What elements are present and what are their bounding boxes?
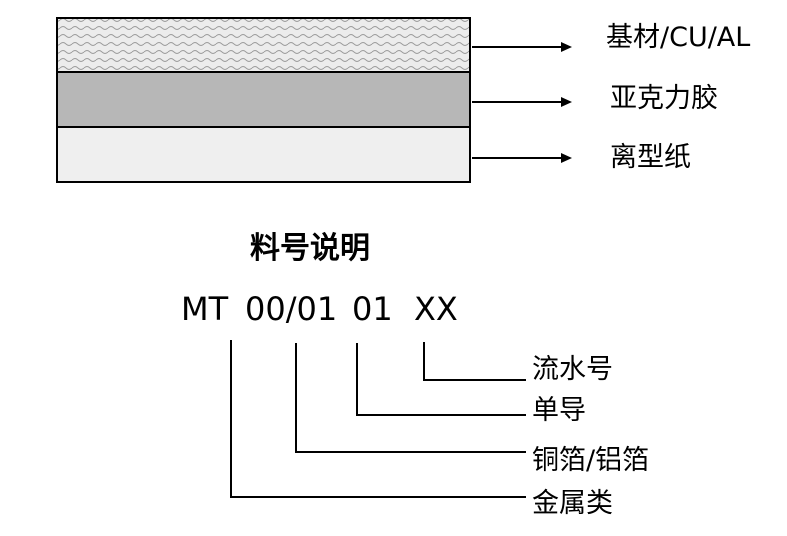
connector-conductor xyxy=(356,343,526,416)
part-label-serial: 流水号 xyxy=(532,354,613,385)
code-material: 00/01 xyxy=(245,290,338,328)
code-conductor: 01 xyxy=(352,290,393,328)
connector-serial xyxy=(423,342,526,381)
layer-acrylic-adhesive xyxy=(56,71,471,128)
layer-substrate xyxy=(56,17,471,73)
arrow-adhesive xyxy=(472,97,572,107)
code-prefix: MT xyxy=(181,290,229,328)
connector-material xyxy=(295,343,526,453)
layer-label-release-paper: 离型纸 xyxy=(610,142,691,173)
layer-release-paper xyxy=(56,126,471,183)
part-label-conductor: 单导 xyxy=(532,395,586,426)
part-label-prefix: 金属类 xyxy=(532,488,613,519)
part-number-title: 料号说明 xyxy=(250,231,370,266)
layer-label-adhesive: 亚克力胶 xyxy=(610,83,718,114)
arrow-release-paper xyxy=(472,153,572,163)
code-serial: XX xyxy=(414,290,458,328)
part-label-material: 铜箔/铝箔 xyxy=(532,445,650,476)
layer-label-substrate: 基材/CU/AL xyxy=(606,22,751,53)
connector-prefix xyxy=(230,340,526,498)
arrow-substrate xyxy=(472,42,572,52)
